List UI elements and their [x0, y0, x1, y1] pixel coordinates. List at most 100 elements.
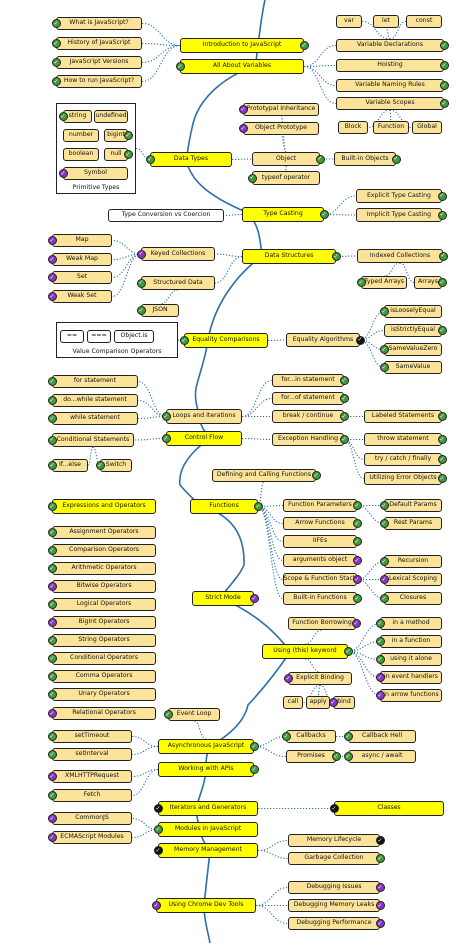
node-utilizing-error-objects[interactable]: Utilizing Error Objects — [364, 472, 442, 485]
node-implicit-type-casting[interactable]: Implicit Type Casting — [356, 208, 442, 222]
node-loops-and-iterations[interactable]: Loops and Iterations — [166, 409, 242, 424]
node-in-a-method[interactable]: in a method — [380, 617, 442, 630]
node-json[interactable]: JSON — [141, 304, 179, 317]
node-data-structures[interactable]: Data Structures — [242, 249, 336, 264]
node-history-of-javascript[interactable]: History of JavaScript — [56, 37, 142, 50]
node-using-this-keyword[interactable]: Using (this) keyword — [262, 644, 348, 659]
node-what-is-javascript[interactable]: What is JavaScript? — [56, 17, 142, 30]
node-samevalue[interactable]: SameValue — [384, 361, 442, 374]
node-object-prototype[interactable]: Object Prototype — [243, 122, 319, 135]
node-control-flow[interactable]: Control Flow — [166, 431, 242, 446]
node-debugging-memory-leaks[interactable]: Debugging Memory Leaks — [288, 899, 380, 912]
node-defining-and-calling-functions[interactable]: Defining and Calling Functions — [212, 469, 316, 482]
node-object-is[interactable]: Object.is — [114, 330, 154, 343]
node-variable-scopes[interactable]: Variable Scopes — [336, 97, 444, 110]
node-fetch[interactable]: Fetch — [52, 789, 132, 802]
node-arguments-object[interactable]: arguments object — [283, 554, 357, 567]
node-type-conversion-vs-coercion[interactable]: Type Conversion vs Coercion — [108, 209, 224, 222]
node-strict-mode[interactable]: Strict Mode — [192, 591, 254, 606]
node-rest-params[interactable]: Rest Params — [384, 517, 442, 530]
node-memory-management[interactable]: Memory Management — [158, 843, 258, 858]
node-iterators-and-generators[interactable]: Iterators and Generators — [158, 801, 258, 816]
node-weak-map[interactable]: Weak Map — [52, 253, 112, 266]
node-explicit-binding[interactable]: Explicit Binding — [288, 672, 352, 685]
node-ecmascript-modules[interactable]: ECMAScript Modules — [52, 831, 132, 844]
node-comma-operators[interactable]: Comma Operators — [52, 670, 156, 683]
node-type-casting[interactable]: Type Casting — [242, 207, 324, 222]
node-samevaluezero[interactable]: SameValueZero — [384, 343, 442, 356]
node-recursion[interactable]: Recursion — [384, 555, 442, 568]
node-bigint-operators[interactable]: BigInt Operators — [52, 616, 156, 629]
node-for-of-statement[interactable]: for...of statement — [272, 392, 344, 405]
node-asynchronous-javascript[interactable]: Asynchronous JavaScript — [158, 739, 254, 754]
node-apply[interactable]: apply — [306, 696, 330, 709]
node-bitwise-operators[interactable]: Bitwise Operators — [52, 580, 156, 593]
node-async-await[interactable]: async / await — [348, 750, 416, 763]
node-setinterval[interactable]: setInterval — [52, 748, 132, 761]
node-var[interactable]: var — [336, 15, 362, 28]
node-logical-operators[interactable]: Logical Operators — [52, 598, 156, 611]
node-functions[interactable]: Functions — [190, 499, 258, 514]
node-using-chrome-dev-tools[interactable]: Using Chrome Dev Tools — [156, 898, 256, 913]
node-set[interactable]: Set — [52, 271, 112, 284]
node-callback-hell[interactable]: Callback Hell — [348, 730, 416, 743]
node-string-operators[interactable]: String Operators — [52, 634, 156, 647]
node-lexical-scoping[interactable]: Lexical Scoping — [384, 573, 442, 586]
node-object[interactable]: Object — [252, 152, 320, 166]
node-built-in-functions[interactable]: Built-in Functions — [283, 592, 357, 605]
node-assignment-operators[interactable]: Assignment Operators — [52, 526, 156, 539]
node-variable-declarations[interactable]: Variable Declarations — [336, 39, 444, 52]
node-arithmetic-operators[interactable]: Arithmetic Operators — [52, 562, 156, 575]
node-islooselyequal[interactable]: isLooselyEqual — [384, 305, 442, 318]
node-in-a-function[interactable]: in a function — [380, 635, 442, 648]
node-block[interactable]: Block — [338, 121, 368, 134]
node-function-parameters[interactable]: Function Parameters — [283, 499, 357, 512]
node-map[interactable]: Map — [52, 234, 112, 247]
node-closures[interactable]: Closures — [384, 592, 442, 605]
node-equality-algorithms[interactable]: Equality Algorithms — [286, 333, 360, 347]
node-variable-naming-rules[interactable]: Variable Naming Rules — [336, 79, 444, 92]
node-weak-set[interactable]: Weak Set — [52, 290, 112, 303]
node-bind[interactable]: bind — [333, 696, 355, 709]
node-promises[interactable]: Promises — [286, 750, 336, 763]
node-try-catch-finally[interactable]: try / catch / finally — [364, 453, 442, 466]
node-commonjs[interactable]: CommonJS — [52, 812, 132, 825]
node-relational-operators[interactable]: Relational Operators — [52, 707, 156, 720]
node-throw-statement[interactable]: throw statement — [364, 433, 442, 446]
node-expressions-and-operators[interactable]: Expressions and Operators — [52, 499, 156, 514]
node-unary-operators[interactable]: Unary Operators — [52, 688, 156, 701]
node-debugging-issues[interactable]: Debugging Issues — [288, 881, 380, 894]
node-undefined[interactable]: undefined — [94, 110, 128, 123]
node-comparison-operators[interactable]: Comparison Operators — [52, 544, 156, 557]
node-while-statement[interactable]: while statement — [52, 412, 138, 425]
node-boolean[interactable]: boolean — [63, 148, 99, 161]
node-indexed-collections[interactable]: Indexed Collections — [357, 249, 443, 263]
node-const[interactable]: const — [406, 15, 442, 28]
node-let[interactable]: let — [373, 15, 399, 28]
node-explicit-type-casting[interactable]: Explicit Type Casting — [356, 189, 442, 203]
node-exception-handling[interactable]: Exception Handling — [272, 433, 344, 446]
node-do-while-statement[interactable]: do...while statement — [52, 394, 138, 407]
node-for-statement[interactable]: for statement — [52, 375, 138, 388]
node-for-in-statement[interactable]: for...in statement — [272, 374, 344, 387]
node-xmlhttprequest[interactable]: XMLHTTPRequest — [52, 770, 132, 783]
node-symbol[interactable]: Symbol — [63, 167, 128, 180]
node-number[interactable]: number — [63, 129, 99, 142]
node-introduction-to-javascript[interactable]: Introduction to JavaScript — [180, 38, 304, 53]
node-global[interactable]: Global — [412, 121, 442, 134]
node-keyed-collections[interactable]: Keyed Collections — [141, 247, 215, 261]
node-call[interactable]: call — [283, 696, 303, 709]
node-typed-arrays[interactable]: Typed Arrays — [361, 276, 407, 289]
node-equality-comparisons[interactable]: Equality Comparisons — [184, 333, 268, 348]
node-default-params[interactable]: Default Params — [384, 499, 442, 512]
node-javascript-versions[interactable]: JavaScript Versions — [56, 56, 142, 69]
node-switch[interactable]: Switch — [100, 459, 132, 472]
node-conditional-operators[interactable]: Conditional Operators — [52, 652, 156, 665]
node-data-types[interactable]: Data Types — [150, 152, 232, 167]
node-function-borrowing[interactable]: Function Borrowing — [288, 617, 356, 630]
node-how-to-run-javascript[interactable]: How to run JavaScript? — [56, 75, 142, 88]
node-modules-in-javascript[interactable]: Modules in JavaScript — [158, 822, 258, 837]
node-built-in-objects[interactable]: Built-in Objects — [334, 152, 396, 166]
node-scope-function-stack[interactable]: Scope & Function Stack — [283, 573, 357, 586]
node-working-with-apis[interactable]: Working with APIs — [158, 762, 254, 777]
